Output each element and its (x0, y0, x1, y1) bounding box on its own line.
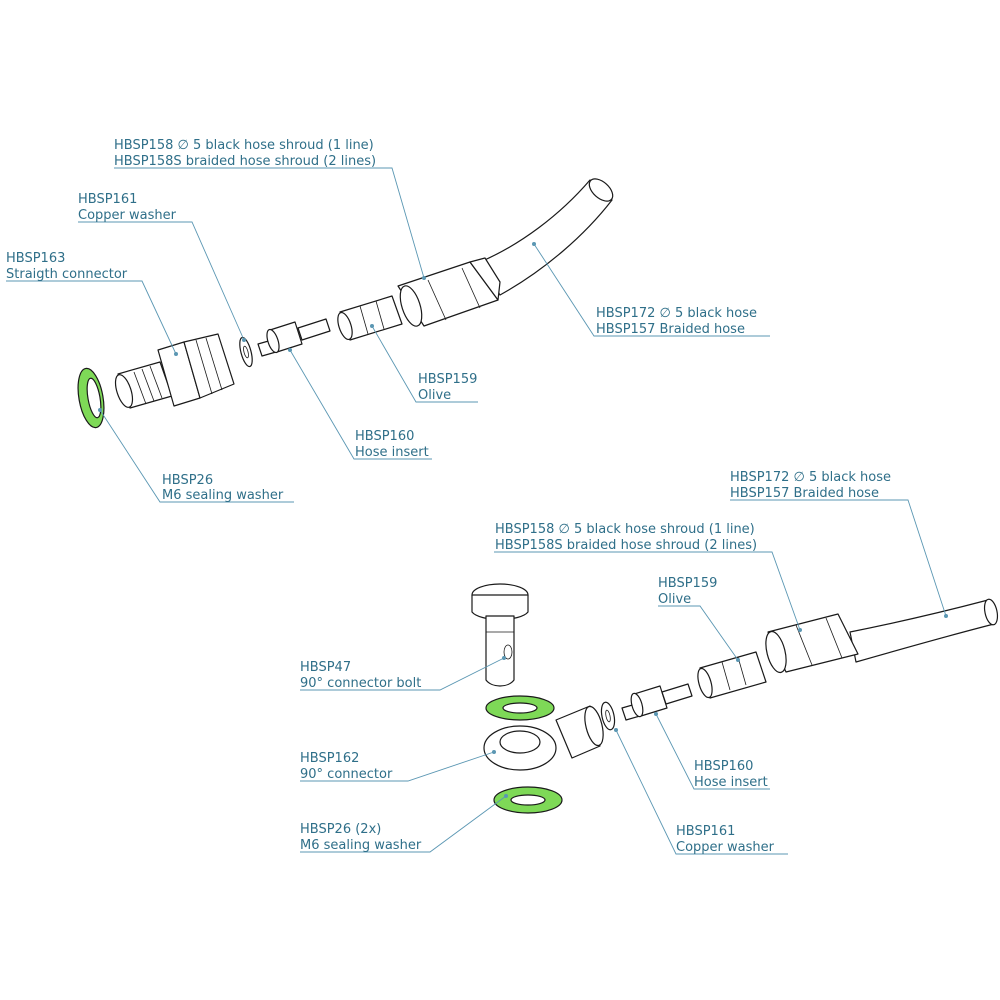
bottom-upper-sealing-washer-part (485, 695, 555, 721)
top-sealing-washer-code-label: HBSP26 (162, 473, 213, 488)
bottom-shroud-code-label: HBSP158 ∅ 5 black hose shroud (1 line) (495, 522, 755, 537)
bottom-olive-part (697, 651, 767, 699)
top-olive-code-label: HBSP159 (418, 372, 477, 387)
top-hose-insert-part (257, 318, 331, 357)
top-straight-connector-part (114, 333, 235, 409)
bottom-connector-code-label: HBSP162 (300, 751, 359, 766)
bottom-sealing-washer-name-label: M6 sealing washer (300, 838, 422, 853)
top-copper-washer-part (239, 336, 253, 368)
top-shroud-part (397, 257, 501, 327)
bottom-connector-part (483, 705, 604, 771)
bottom-copper-washer-name-label: Copper washer (676, 840, 775, 855)
bottom-lower-sealing-washer-part (493, 786, 563, 814)
top-hose-code-label: HBSP172 ∅ 5 black hose (596, 306, 757, 321)
bottom-olive-code-label: HBSP159 (658, 576, 717, 591)
top-hose-part (479, 178, 614, 296)
top-copper-washer-code-label: HBSP161 (78, 192, 137, 207)
top-sealing-washer-name-label: M6 sealing washer (162, 488, 284, 503)
top-labels: HBSP158 ∅ 5 black hose shroud (1 line) H… (6, 138, 757, 503)
top-olive-part (337, 295, 403, 341)
bottom-sealing-washer-code-label: HBSP26 (2x) (300, 822, 381, 837)
bottom-assembly (471, 583, 999, 814)
bottom-copper-washer-code-label: HBSP161 (676, 824, 735, 839)
bottom-hose-alt-label: HBSP157 Braided hose (730, 486, 879, 501)
leader-lines (6, 167, 948, 855)
bottom-hose-insert-part (621, 683, 693, 721)
top-straight-connector-name-label: Straigth connector (6, 267, 128, 282)
bottom-connector-bolt-name-label: 90° connector bolt (300, 676, 421, 691)
top-shroud-alt-label: HBSP158S braided hose shroud (2 lines) (114, 154, 376, 169)
bottom-connector-bolt-code-label: HBSP47 (300, 660, 351, 675)
bottom-hose-part (849, 598, 999, 663)
bottom-hose-insert-name-label: Hose insert (694, 775, 768, 790)
top-hose-insert-name-label: Hose insert (355, 445, 429, 460)
top-olive-name-label: Olive (418, 388, 451, 403)
top-hose-alt-label: HBSP157 Braided hose (596, 322, 745, 337)
bottom-shroud-part (765, 613, 859, 674)
top-shroud-code-label: HBSP158 ∅ 5 black hose shroud (1 line) (114, 138, 374, 153)
bottom-shroud-alt-label: HBSP158S braided hose shroud (2 lines) (495, 538, 757, 553)
bottom-olive-name-label: Olive (658, 592, 691, 607)
bottom-labels: HBSP172 ∅ 5 black hose HBSP157 Braided h… (300, 470, 891, 855)
top-sealing-washer-part (77, 367, 105, 429)
top-copper-washer-name-label: Copper washer (78, 208, 177, 223)
bottom-connector-bolt-part (471, 583, 529, 687)
top-straight-connector-code-label: HBSP163 (6, 251, 65, 266)
bottom-hose-code-label: HBSP172 ∅ 5 black hose (730, 470, 891, 485)
top-hose-insert-code-label: HBSP160 (355, 429, 414, 444)
bottom-hose-insert-code-label: HBSP160 (694, 759, 753, 774)
bottom-connector-name-label: 90° connector (300, 767, 393, 782)
top-assembly (77, 178, 614, 429)
bottom-copper-washer-part (600, 701, 616, 731)
